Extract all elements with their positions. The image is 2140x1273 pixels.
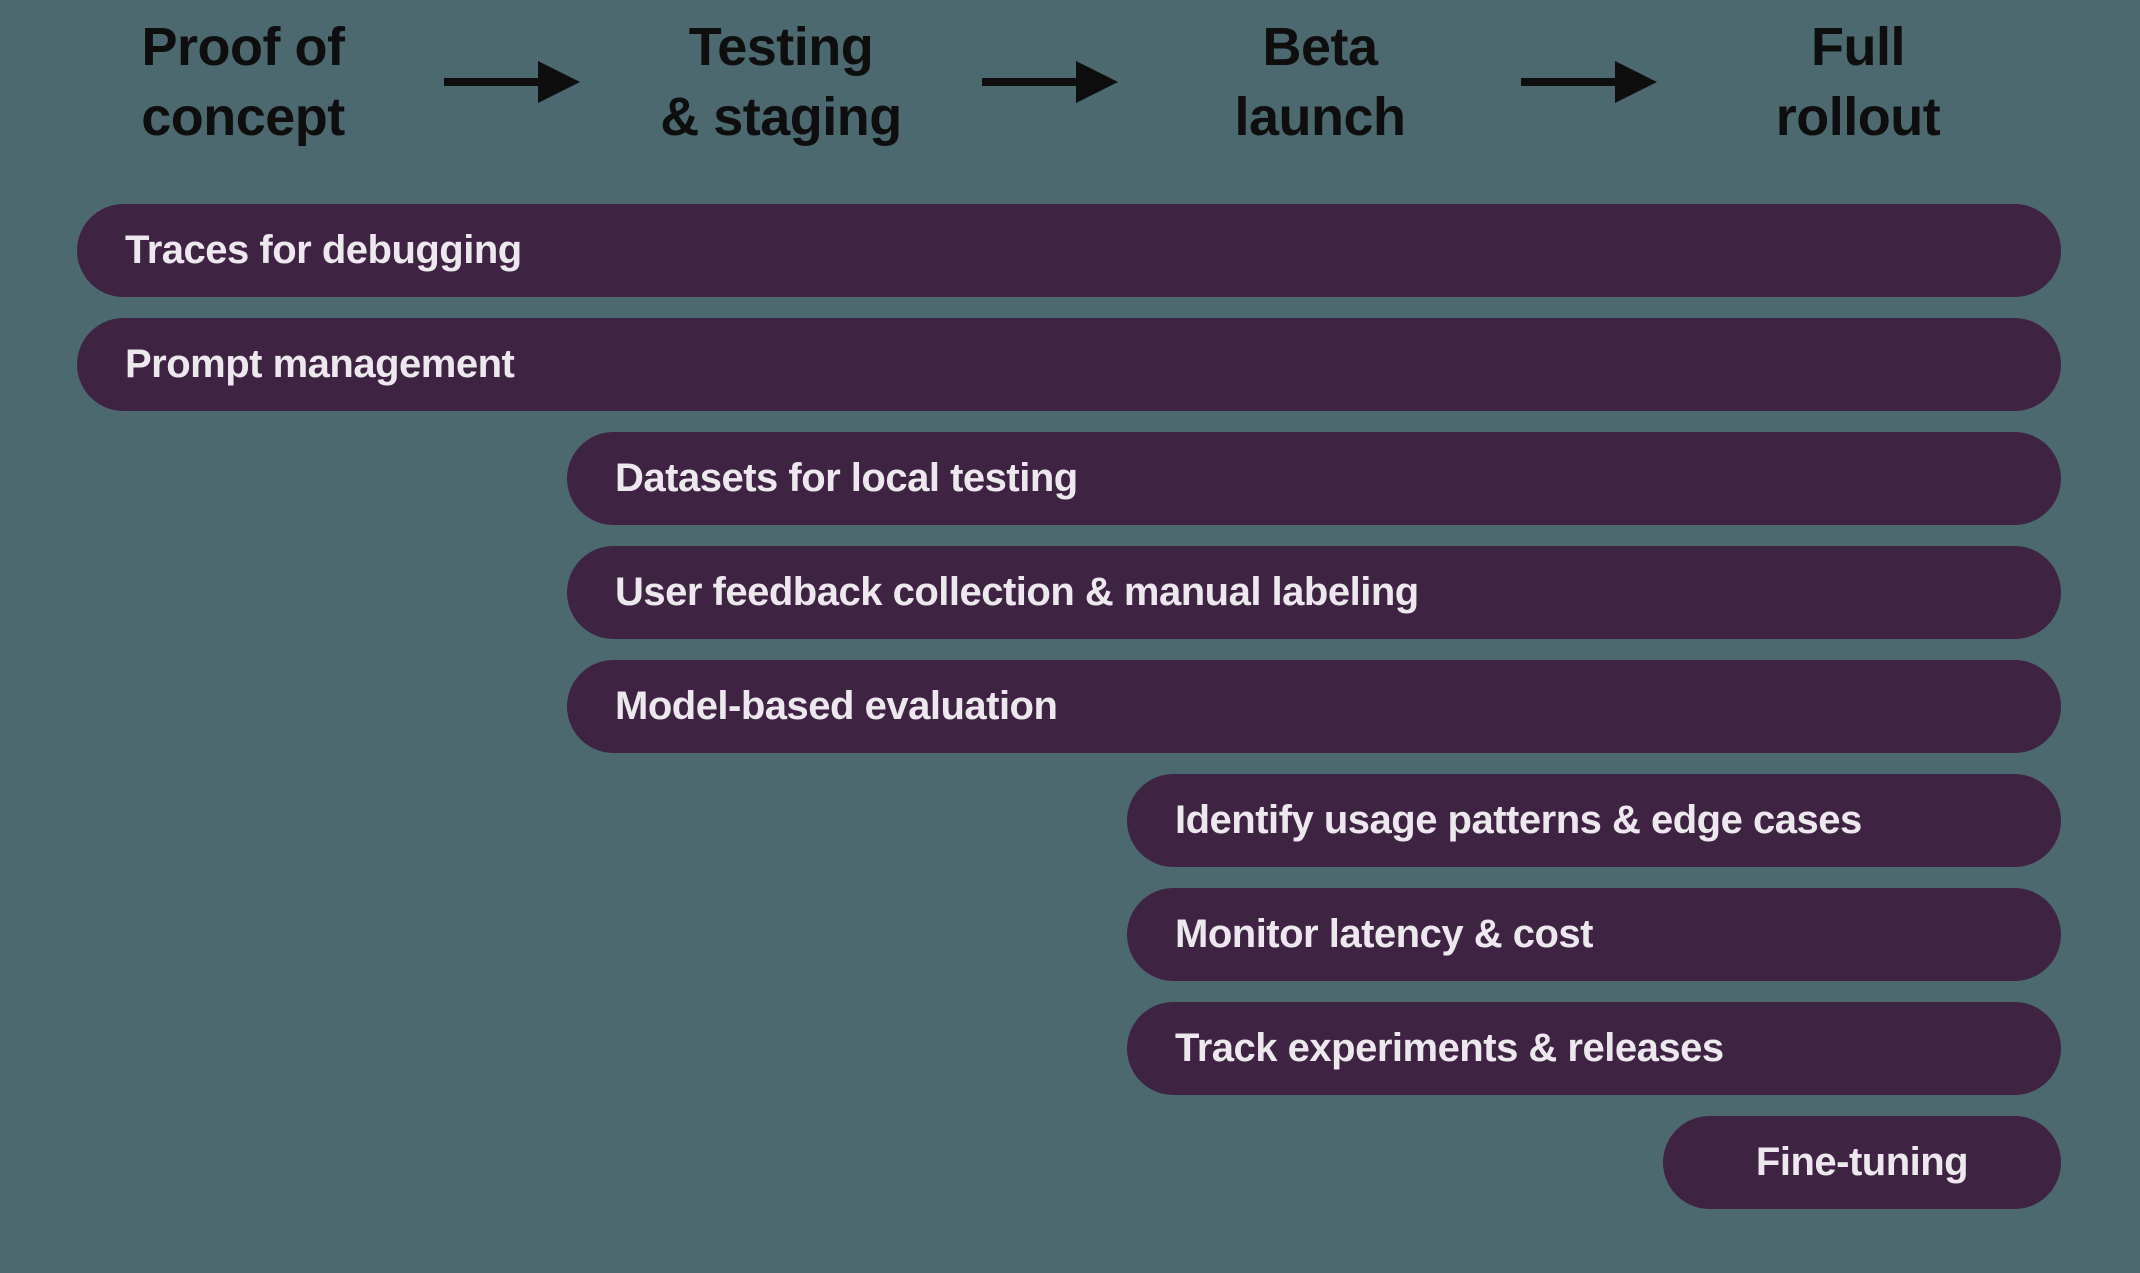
stage-label-line: Testing xyxy=(688,17,874,77)
bar-label: Datasets for local testing xyxy=(615,456,1078,500)
bar-label: Monitor latency & cost xyxy=(1175,912,1593,956)
bar-model-based-evaluation: Model-based evaluation xyxy=(567,660,2061,753)
arrow-right-icon xyxy=(982,61,1118,103)
bar-label: Fine-tuning xyxy=(1755,1140,1969,1184)
bar-label: Identify usage patterns & edge cases xyxy=(1175,798,1862,842)
bar-label: Model-based evaluation xyxy=(615,684,1058,728)
bar-datasets-for-local-testing: Datasets for local testing xyxy=(567,432,2061,525)
bar-label: User feedback collection & manual labeli… xyxy=(615,570,1419,614)
stage-header-testing-staging: Testing & staging xyxy=(521,12,1041,152)
arrow-right-icon xyxy=(1521,61,1657,103)
bar-label: Track experiments & releases xyxy=(1175,1026,1724,1070)
stage-header-full-rollout: Full rollout xyxy=(1598,12,2118,152)
stage-label-line: & staging xyxy=(660,87,902,147)
bar-track-experiments-releases: Track experiments & releases xyxy=(1127,1002,2061,1095)
stage-label-line: rollout xyxy=(1775,87,1941,147)
bar-fine-tuning: Fine-tuning xyxy=(1663,1116,2061,1209)
bar-user-feedback-collection: User feedback collection & manual labeli… xyxy=(567,546,2061,639)
stage-label-line: Proof of xyxy=(141,17,345,77)
stage-label-line: concept xyxy=(141,87,345,147)
stage-header-proof-of-concept: Proof of concept xyxy=(0,12,503,152)
stage-header-beta-launch: Beta launch xyxy=(1060,12,1580,152)
stage-label-line: launch xyxy=(1234,87,1406,147)
bar-identify-usage-patterns: Identify usage patterns & edge cases xyxy=(1127,774,2061,867)
stage-label-line: Full xyxy=(1811,17,1905,77)
bar-label: Traces for debugging xyxy=(125,228,522,272)
bar-prompt-management: Prompt management xyxy=(77,318,2061,411)
bar-monitor-latency-cost: Monitor latency & cost xyxy=(1127,888,2061,981)
bar-traces-for-debugging: Traces for debugging xyxy=(77,204,2061,297)
bar-label: Prompt management xyxy=(125,342,515,386)
arrow-right-icon xyxy=(444,61,580,103)
stage-label-line: Beta xyxy=(1262,17,1378,77)
